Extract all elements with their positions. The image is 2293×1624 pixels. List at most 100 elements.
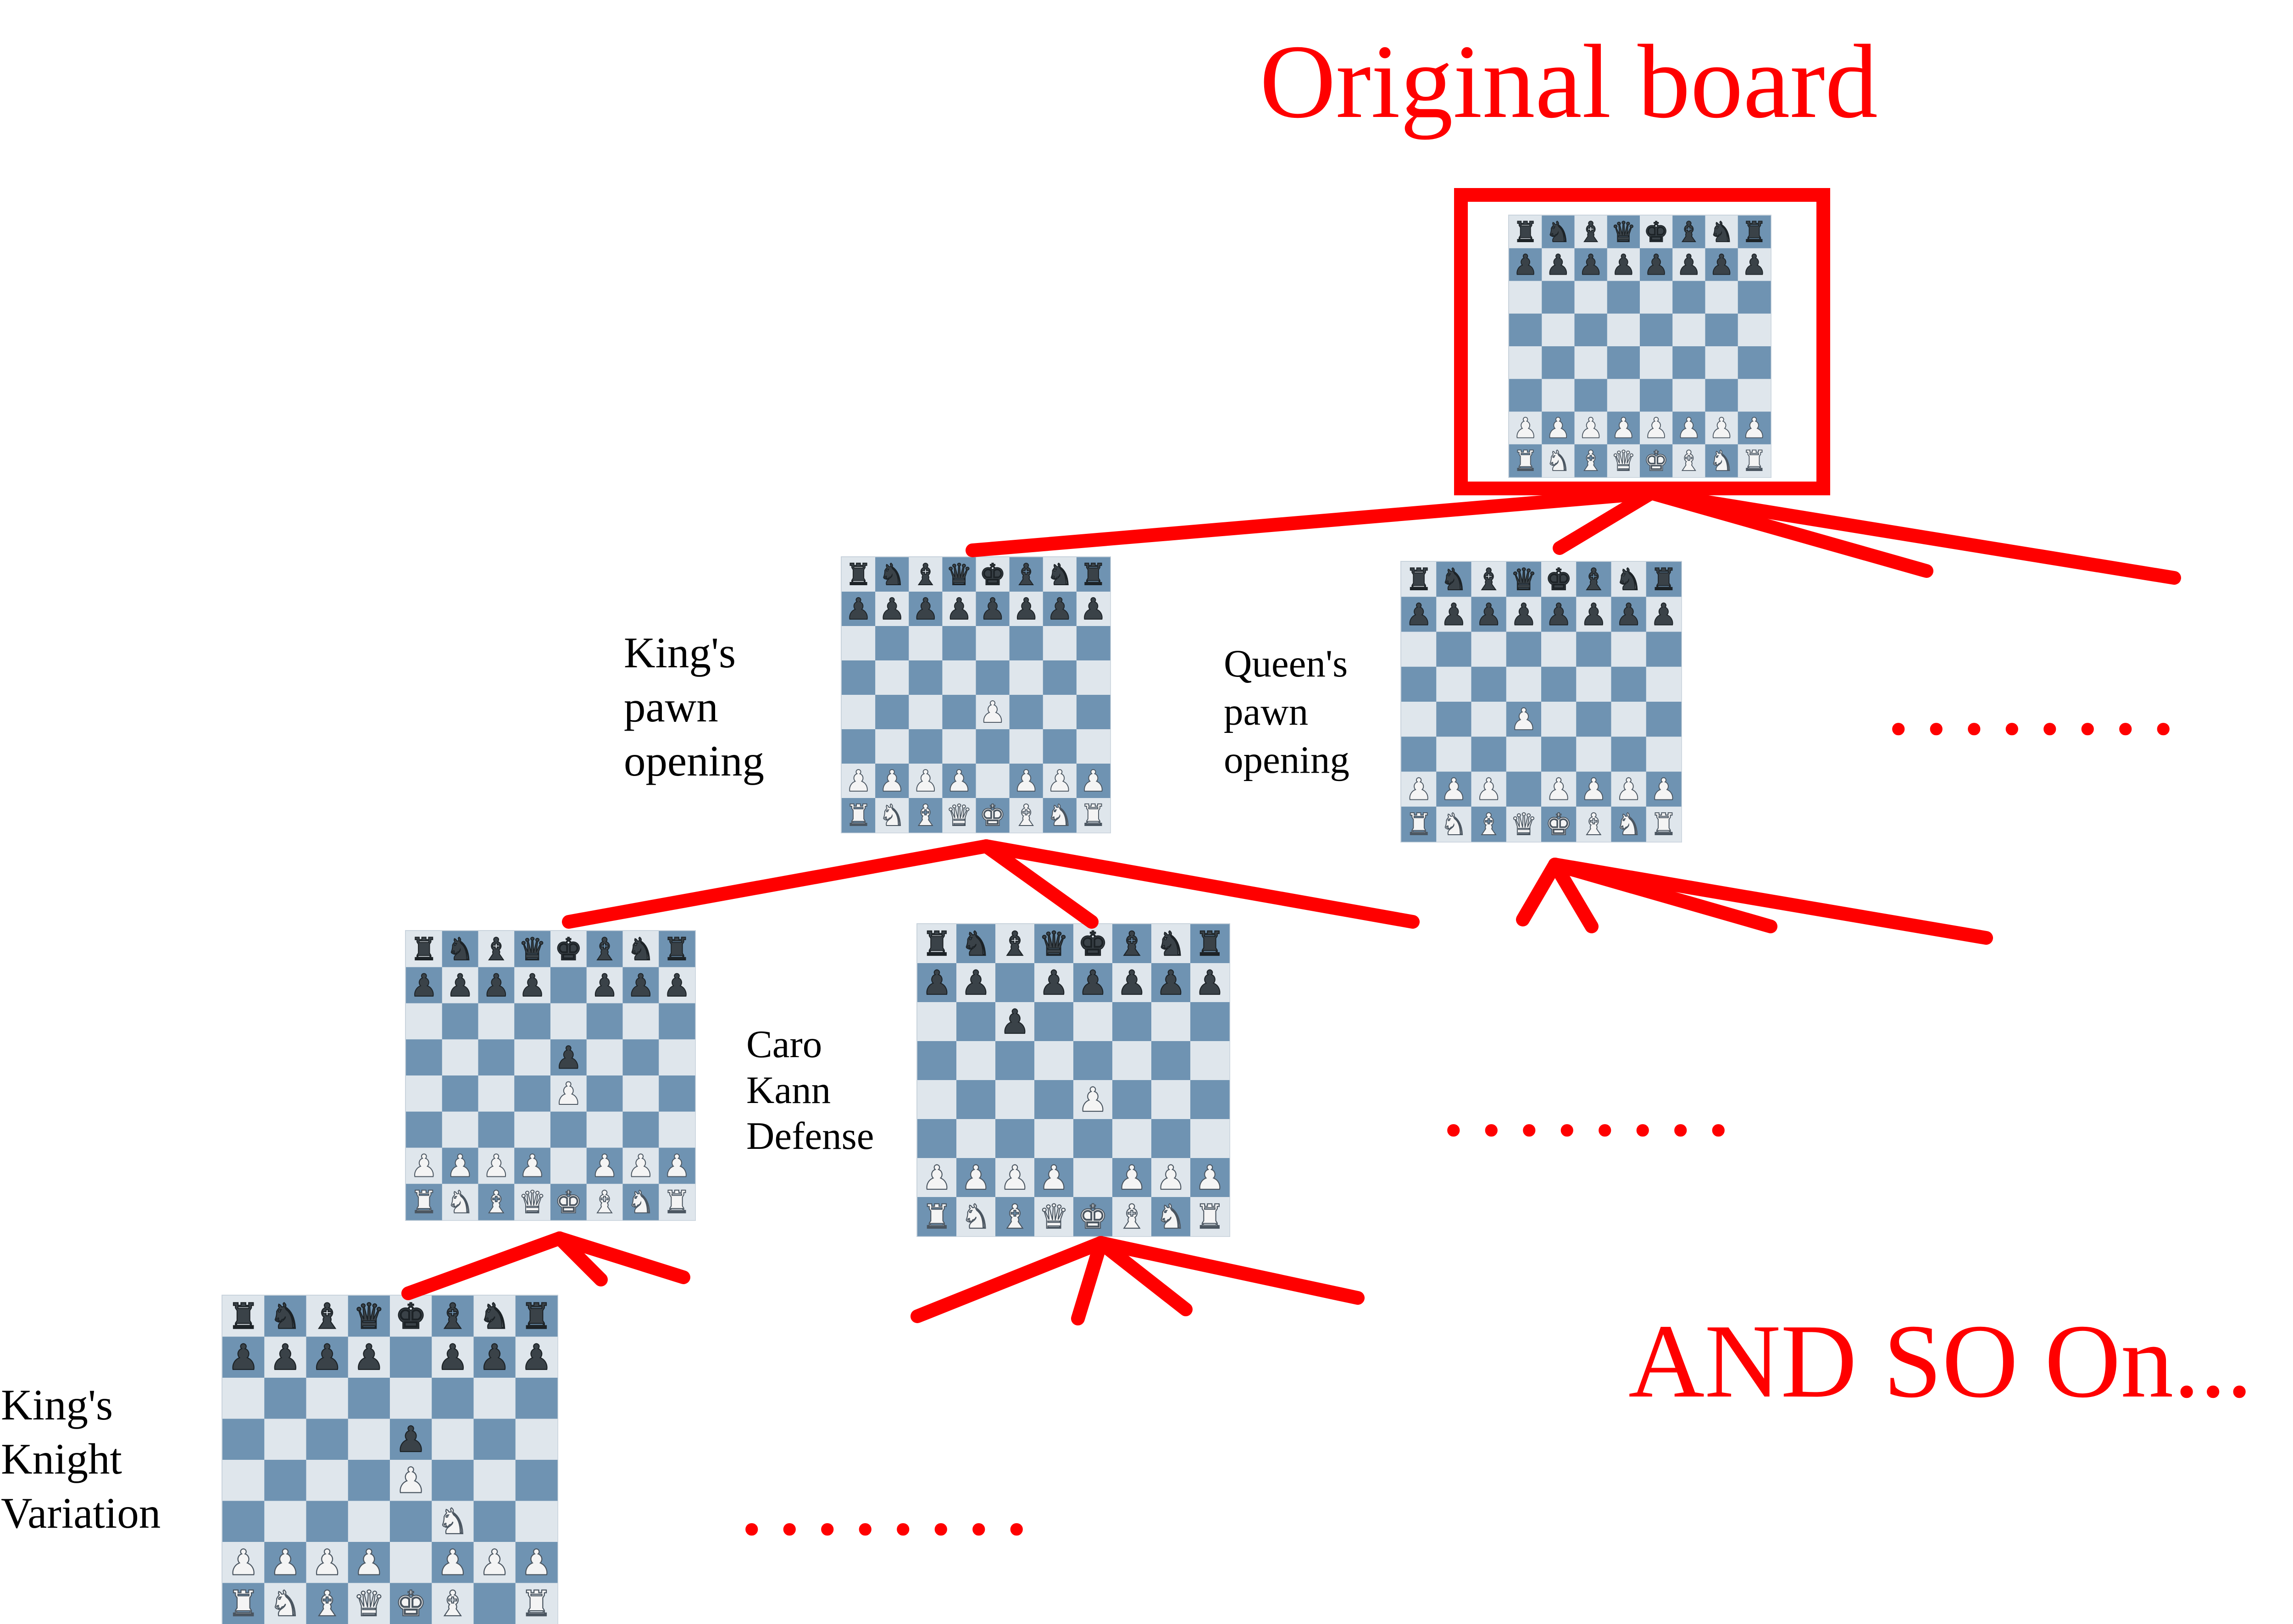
dark-square [586, 931, 623, 968]
diagram-title: Original board [1260, 23, 1878, 140]
black-bishop-icon: ♝ [1000, 925, 1030, 964]
black-knight-icon: ♞ [1156, 925, 1186, 964]
light-square [917, 1080, 957, 1120]
light-square [1436, 666, 1471, 702]
light-square [1471, 771, 1507, 807]
black-pawn-icon: ♟ [1615, 597, 1642, 632]
connector-lines [401, 486, 2181, 1325]
dark-square [442, 1147, 478, 1184]
dark-square [473, 1419, 516, 1460]
light-square [1034, 1197, 1074, 1236]
light-square [1506, 806, 1542, 842]
dark-square [586, 1147, 623, 1184]
connector-line [1071, 1236, 1108, 1325]
light-square [1073, 1158, 1113, 1197]
dark-square [1738, 411, 1771, 445]
light-square [1190, 1041, 1230, 1081]
dark-square [1646, 562, 1682, 597]
light-square [1034, 1119, 1074, 1158]
dark-square [875, 695, 909, 730]
white-knight-icon: ♞ [437, 1502, 468, 1542]
light-square [659, 1111, 695, 1148]
label-line: Knight [1, 1435, 122, 1483]
dark-square [1506, 632, 1542, 667]
light-square [390, 1460, 432, 1501]
black-bishop-icon: ♝ [1013, 558, 1039, 592]
white-king-icon: ♚ [1078, 1197, 1108, 1236]
light-square [1043, 695, 1077, 730]
black-rook-icon: ♜ [1405, 562, 1432, 597]
black-pawn-icon: ♟ [946, 592, 972, 626]
dark-square [976, 798, 1010, 833]
board-kings-knight: ♜♞♝♛♚♝♞♜♟♟♟♟♟♟♟♟♟♞♟♟♟♟♟♟♟♜♞♝♛♚♝♜ [222, 1295, 558, 1624]
dark-square [1576, 702, 1611, 737]
white-rook-icon: ♜ [663, 1184, 691, 1220]
dark-square [1034, 924, 1074, 964]
light-square [406, 1147, 443, 1184]
black-rook-icon: ♜ [845, 558, 872, 592]
white-pawn-icon: ♟ [979, 695, 1006, 730]
ellipsis-middle: ........ [1440, 1041, 1743, 1158]
light-square [1542, 248, 1575, 281]
white-knight-icon: ♞ [961, 1197, 991, 1236]
light-square [909, 626, 943, 661]
dark-square [1401, 806, 1437, 842]
dark-square [1705, 313, 1738, 347]
white-bishop-icon: ♝ [483, 1184, 511, 1220]
dark-square [550, 967, 587, 1003]
light-square [432, 1419, 474, 1460]
black-pawn-icon: ♟ [1013, 592, 1039, 626]
light-square [976, 695, 1010, 730]
light-square [875, 729, 909, 764]
dark-square [1576, 632, 1611, 667]
dark-square [1672, 281, 1705, 314]
dark-square [1076, 557, 1110, 592]
light-square [550, 1147, 587, 1184]
board-kings-pawn: ♜♞♝♛♚♝♞♜♟♟♟♟♟♟♟♟♟♟♟♟♟♟♟♟♜♞♝♛♚♝♞♜ [841, 556, 1111, 833]
light-square [1542, 444, 1575, 477]
dark-square [659, 931, 695, 968]
light-square [1542, 379, 1575, 412]
dark-square [264, 1542, 306, 1583]
light-square [1073, 1080, 1113, 1120]
light-square [622, 1003, 659, 1040]
light-square [1401, 702, 1437, 737]
light-square [1541, 562, 1577, 597]
dark-square [1611, 666, 1647, 702]
white-pawn-icon: ♟ [1195, 1158, 1225, 1197]
board-original: ♜♞♝♛♚♝♞♜♟♟♟♟♟♟♟♟♟♟♟♟♟♟♟♟♜♞♝♛♚♝♞♜ [1508, 215, 1771, 478]
light-square [1009, 729, 1044, 764]
white-pawn-icon: ♟ [521, 1543, 552, 1584]
light-square [1436, 737, 1471, 772]
dark-square [1034, 1080, 1074, 1120]
light-square [1640, 216, 1673, 249]
black-knight-icon: ♞ [1545, 216, 1571, 249]
black-king-icon: ♚ [979, 558, 1006, 592]
dark-square [976, 592, 1010, 626]
dark-square [909, 729, 943, 764]
light-square [1611, 702, 1647, 737]
dark-square [942, 557, 976, 592]
light-square [1076, 798, 1110, 833]
light-square [348, 1583, 390, 1624]
light-square [956, 1119, 996, 1158]
black-queen-icon: ♛ [1510, 562, 1537, 597]
black-pawn-icon: ♟ [483, 967, 511, 1003]
dark-square [1009, 764, 1044, 798]
light-square [1043, 557, 1077, 592]
white-rook-icon: ♜ [1513, 445, 1538, 477]
black-pawn-icon: ♟ [627, 967, 655, 1003]
black-queen-icon: ♛ [518, 931, 546, 967]
light-square [586, 1039, 623, 1076]
light-square [550, 1075, 587, 1112]
white-bishop-icon: ♝ [311, 1584, 343, 1624]
dark-square [1541, 806, 1577, 842]
light-square [222, 1460, 265, 1501]
black-queen-icon: ♛ [946, 558, 972, 592]
black-knight-icon: ♞ [879, 558, 905, 592]
light-square [1471, 632, 1507, 667]
dark-square [1009, 626, 1044, 661]
dark-square [942, 695, 976, 730]
black-knight-icon: ♞ [1709, 216, 1734, 249]
light-square [1611, 562, 1647, 597]
